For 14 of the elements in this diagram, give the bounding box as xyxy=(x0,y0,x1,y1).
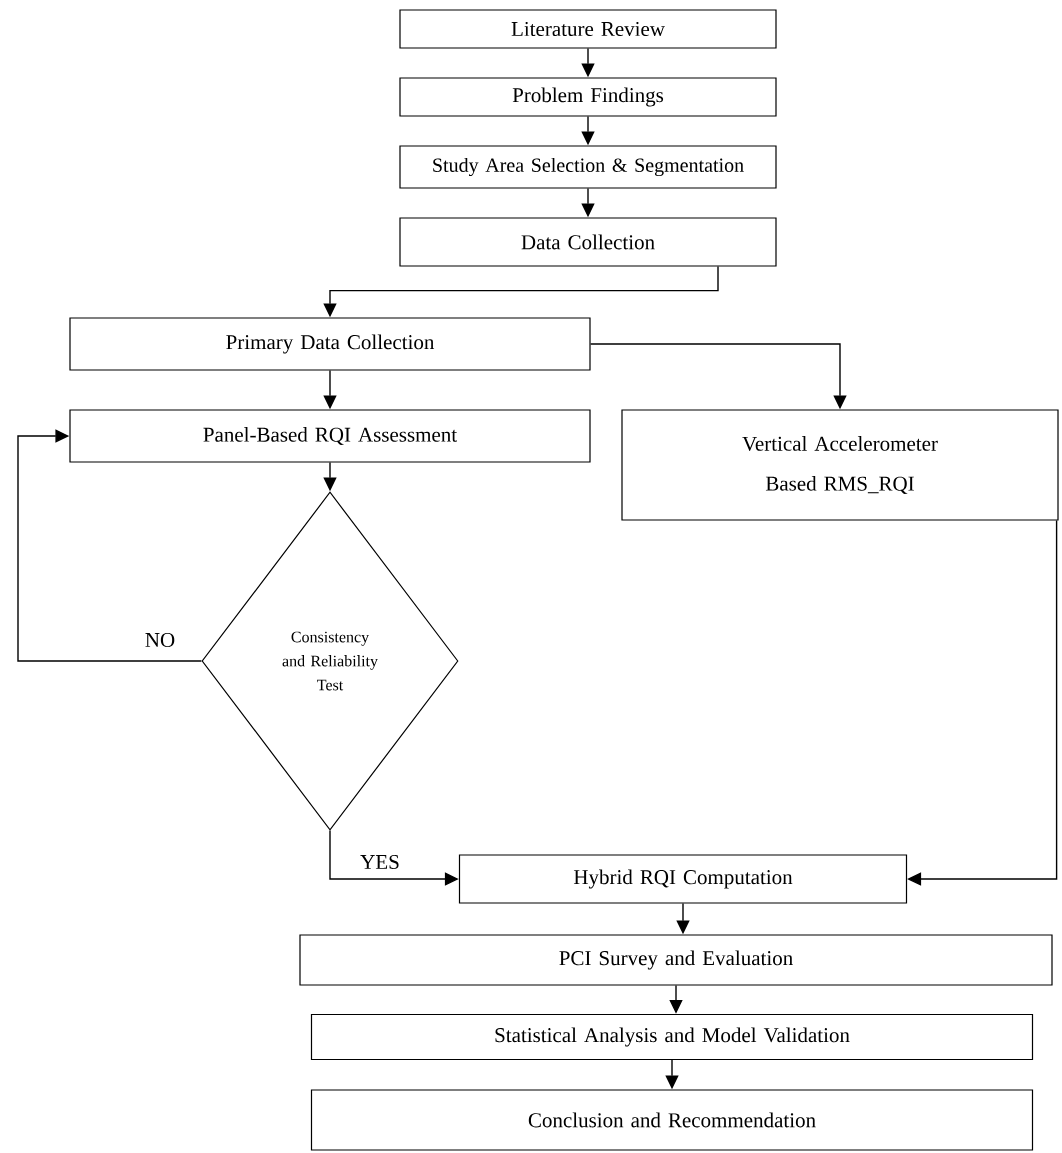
process-box: Problem Findings xyxy=(399,77,777,117)
process-box: Study Area Selection & Segmentation xyxy=(399,145,777,189)
edge-label: YES xyxy=(359,853,401,871)
process-box: PCI Survey and Evaluation xyxy=(299,934,1053,986)
process-box: Panel-Based RQI Assessment xyxy=(69,409,591,463)
process-box: Primary Data Collection xyxy=(69,317,591,371)
process-box: Literature Review xyxy=(399,9,777,49)
process-box: Statistical Analysis and Model Validation xyxy=(310,1013,1034,1061)
process-box: Data Collection xyxy=(399,217,777,267)
process-box: Hybrid RQI Computation xyxy=(458,854,908,904)
edge-label: NO xyxy=(143,631,177,649)
process-box: Vertical Accelerometer Based RMS_RQI xyxy=(621,409,1059,521)
process-box: Conclusion and Recommendation xyxy=(310,1089,1034,1151)
arrow xyxy=(17,429,203,662)
